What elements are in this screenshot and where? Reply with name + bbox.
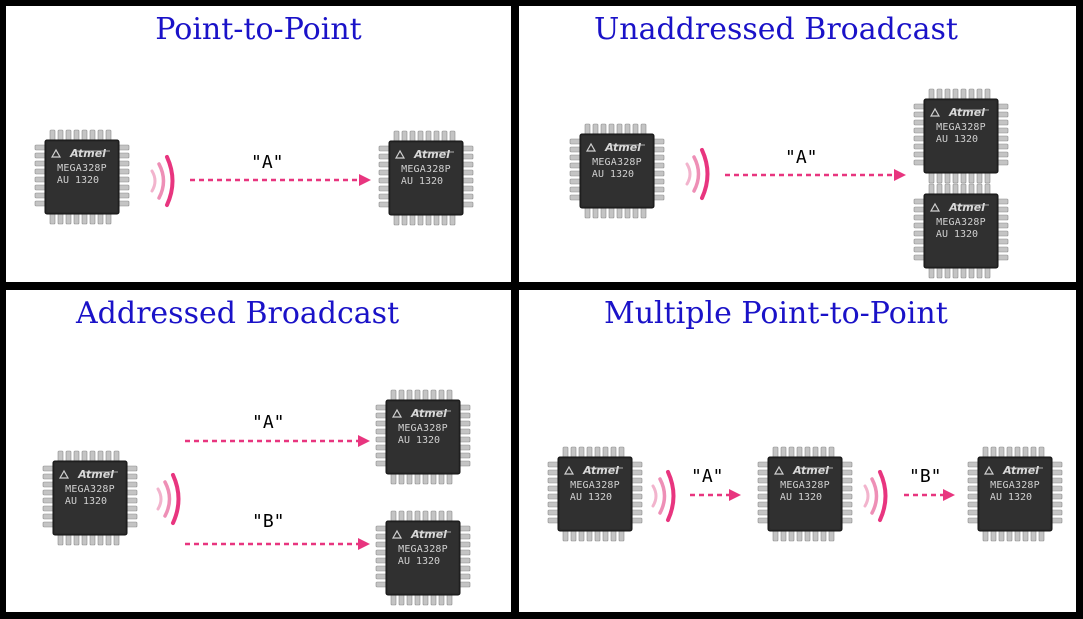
svg-text:Atmel: Atmel bbox=[582, 464, 619, 477]
panel-addressed-broadcast: Addressed Broadcast bbox=[6, 290, 511, 612]
svg-text:MEGA328P: MEGA328P bbox=[990, 480, 1040, 491]
microcontroller-chip-icon: Atmel MEGA328P AU 1320 bbox=[567, 121, 667, 221]
svg-text:Atmel: Atmel bbox=[948, 201, 985, 214]
svg-text:AU 1320: AU 1320 bbox=[592, 169, 634, 180]
svg-text:MEGA328P: MEGA328P bbox=[398, 544, 448, 555]
svg-text:Atmel: Atmel bbox=[69, 147, 106, 160]
signal-waves-icon bbox=[152, 471, 186, 527]
svg-text:AU 1320: AU 1320 bbox=[65, 496, 107, 507]
dashed-arrow-icon bbox=[724, 169, 906, 181]
microcontroller-chip-icon: Atmel MEGA328P AU 1320 bbox=[40, 448, 140, 548]
svg-text:MEGA328P: MEGA328P bbox=[57, 163, 107, 174]
panel-title: Addressed Broadcast bbox=[76, 296, 400, 331]
message-label-a: "A" bbox=[691, 466, 724, 487]
panel-title: Point-to-Point bbox=[155, 12, 362, 47]
dashed-arrow-icon bbox=[689, 489, 741, 501]
svg-text:MEGA328P: MEGA328P bbox=[936, 122, 986, 133]
dashed-arrow-icon bbox=[184, 435, 370, 447]
message-label-a: "A" bbox=[251, 152, 284, 173]
svg-text:AU 1320: AU 1320 bbox=[570, 492, 612, 503]
svg-text:MEGA328P: MEGA328P bbox=[398, 423, 448, 434]
svg-text:Atmel: Atmel bbox=[410, 528, 447, 541]
microcontroller-chip-icon: Atmel MEGA328P AU 1320 bbox=[545, 444, 645, 544]
microcontroller-chip-icon: Atmel MEGA328P AU 1320 bbox=[373, 387, 473, 487]
signal-waves-icon bbox=[647, 468, 681, 524]
svg-text:Atmel: Atmel bbox=[948, 106, 985, 119]
svg-text:Atmel: Atmel bbox=[77, 468, 114, 481]
svg-text:AU 1320: AU 1320 bbox=[401, 176, 443, 187]
svg-text:AU 1320: AU 1320 bbox=[936, 229, 978, 240]
svg-text:MEGA328P: MEGA328P bbox=[936, 217, 986, 228]
microcontroller-chip-icon: Atmel MEGA328P AU 1320 bbox=[755, 444, 855, 544]
svg-text:MEGA328P: MEGA328P bbox=[592, 157, 642, 168]
svg-text:Atmel: Atmel bbox=[410, 407, 447, 420]
microcontroller-chip-icon: Atmel MEGA328P AU 1320 bbox=[911, 181, 1011, 281]
message-label-a: "A" bbox=[252, 412, 285, 433]
message-label-b: "B" bbox=[252, 511, 285, 532]
message-label-b: "B" bbox=[909, 466, 942, 487]
dashed-arrow-icon bbox=[903, 489, 955, 501]
svg-text:AU 1320: AU 1320 bbox=[398, 435, 440, 446]
svg-text:AU 1320: AU 1320 bbox=[780, 492, 822, 503]
panel-title: Multiple Point-to-Point bbox=[604, 296, 948, 331]
svg-text:MEGA328P: MEGA328P bbox=[401, 164, 451, 175]
signal-waves-icon bbox=[146, 153, 180, 209]
svg-text:AU 1320: AU 1320 bbox=[990, 492, 1032, 503]
microcontroller-chip-icon: Atmel MEGA328P AU 1320 bbox=[911, 86, 1011, 186]
dashed-arrow-icon bbox=[184, 538, 370, 550]
message-label-a: "A" bbox=[785, 147, 818, 168]
svg-text:MEGA328P: MEGA328P bbox=[65, 484, 115, 495]
svg-text:MEGA328P: MEGA328P bbox=[780, 480, 830, 491]
signal-waves-icon bbox=[681, 146, 715, 202]
panel-unaddressed-broadcast: Unaddressed Broadcast bbox=[519, 6, 1076, 282]
svg-text:Atmel: Atmel bbox=[604, 141, 641, 154]
microcontroller-chip-icon: Atmel MEGA328P AU 1320 bbox=[965, 444, 1065, 544]
svg-text:Atmel: Atmel bbox=[413, 148, 450, 161]
microcontroller-chip-icon: Atmel MEGA328P AU 1320 bbox=[32, 127, 132, 227]
microcontroller-chip-icon: Atmel MEGA328P AU 1320 bbox=[376, 128, 476, 228]
microcontroller-chip-icon: Atmel MEGA328P AU 1320 bbox=[373, 508, 473, 608]
panel-multiple-point-to-point: Multiple Point-to-Point bbox=[519, 290, 1076, 612]
panel-point-to-point: Point-to-Point bbox=[6, 6, 511, 282]
svg-text:AU 1320: AU 1320 bbox=[936, 134, 978, 145]
svg-text:Atmel: Atmel bbox=[1002, 464, 1039, 477]
svg-text:AU 1320: AU 1320 bbox=[57, 175, 99, 186]
svg-text:Atmel: Atmel bbox=[792, 464, 829, 477]
dashed-arrow-icon bbox=[189, 174, 371, 186]
panel-title: Unaddressed Broadcast bbox=[594, 12, 958, 47]
svg-text:MEGA328P: MEGA328P bbox=[570, 480, 620, 491]
svg-text:AU 1320: AU 1320 bbox=[398, 556, 440, 567]
signal-waves-icon bbox=[859, 468, 893, 524]
